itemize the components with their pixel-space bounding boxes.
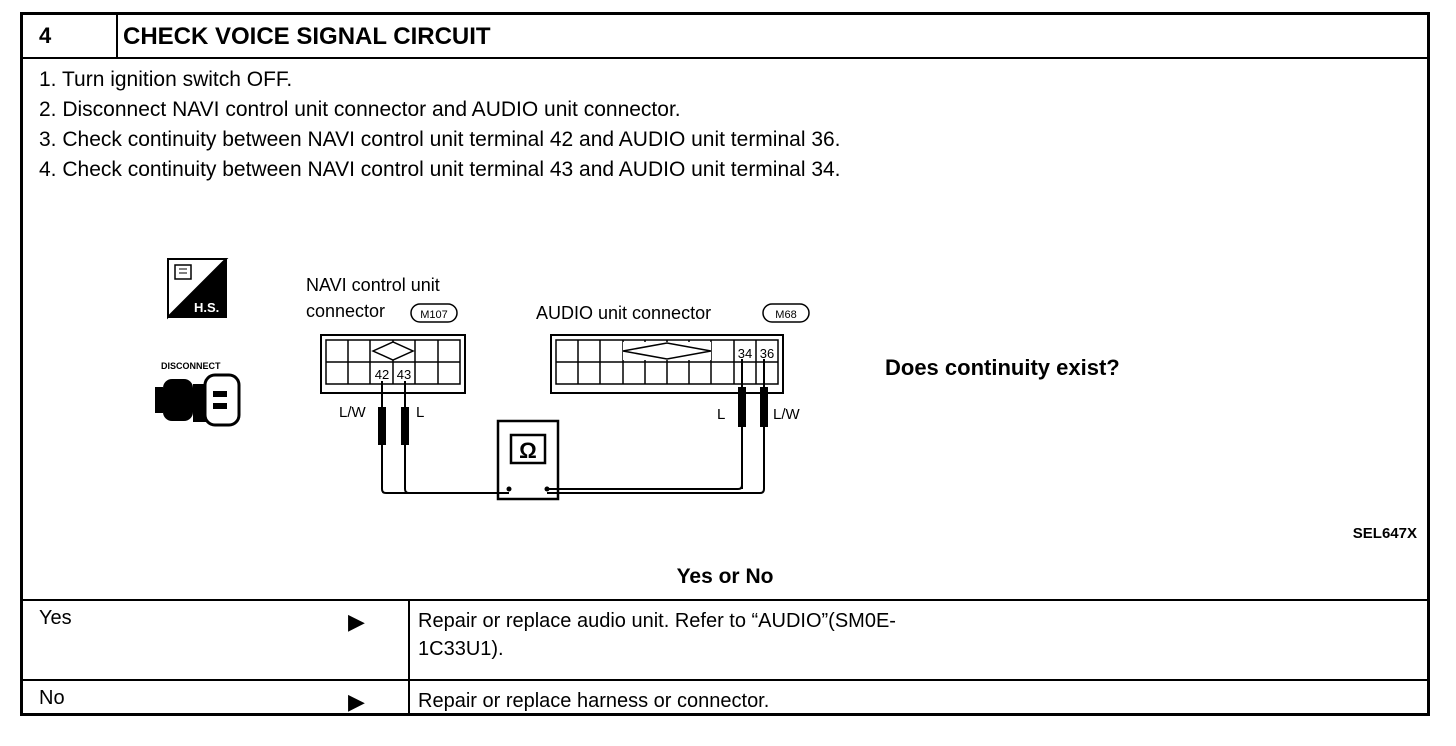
yes-or-no-heading: Yes or No	[676, 565, 774, 588]
harness-side-icon: H.S.	[167, 258, 229, 320]
step-title: CHECK VOICE SIGNAL CIRCUIT	[123, 23, 491, 50]
navi-connector-id: M107	[420, 309, 448, 321]
probe-36	[760, 387, 768, 427]
instruction-item: 4. Check continuity between NAVI control…	[39, 158, 841, 181]
audio-connector-id: M68	[775, 309, 796, 321]
result-action: Repair or replace harness or connector.	[408, 681, 1427, 715]
navi-terminal-42: 42	[375, 367, 389, 382]
result-table: Yes ▶ Repair or replace audio unit. Refe…	[23, 599, 1427, 715]
continuity-question: Does continuity exist?	[885, 355, 1120, 380]
navi-terminal-43: 43	[397, 367, 411, 382]
disconnect-icon: DISCONNECT	[155, 361, 241, 427]
inspection-procedure-table: 4 CHECK VOICE SIGNAL CIRCUIT 1. Turn ign…	[20, 12, 1430, 716]
result-label: Yes	[39, 607, 72, 629]
result-action: Repair or replace audio unit. Refer to “…	[408, 601, 1427, 679]
audio-terminal-34: 34	[738, 346, 752, 361]
ohm-symbol: Ω	[519, 438, 537, 463]
result-label: No	[39, 687, 65, 709]
audio-terminal-36: 36	[760, 346, 774, 361]
navi-label-line1: NAVI control unit	[306, 275, 440, 295]
probe-42	[378, 407, 386, 445]
step-number: 4	[23, 15, 118, 57]
result-row-no: No ▶ Repair or replace harness or connec…	[23, 681, 1427, 715]
instruction-item: 3. Check continuity between NAVI control…	[39, 128, 841, 151]
ohmmeter: Ω	[496, 419, 560, 501]
audio-wire-b: L/W	[773, 406, 801, 423]
result-action-line: Repair or replace audio unit. Refer to “…	[418, 610, 896, 632]
probe-43	[401, 407, 409, 445]
audio-connector: AUDIO unit connector M68 34 36 L L/W	[536, 303, 810, 489]
instruction-item: 1. Turn ignition switch OFF.	[39, 68, 293, 91]
audio-label: AUDIO unit connector	[536, 303, 711, 323]
arrow-right-icon: ▶	[348, 689, 365, 714]
result-action-line: Repair or replace harness or connector.	[418, 690, 770, 712]
audio-wire-a: L	[717, 406, 725, 423]
result-action-line: 1C33U1).	[418, 638, 504, 660]
disconnect-label: DISCONNECT	[161, 361, 221, 371]
hs-label: H.S.	[194, 300, 219, 315]
instruction-item: 2. Disconnect NAVI control unit connecto…	[39, 98, 681, 121]
navi-label-line2: connector	[306, 301, 385, 321]
instruction-list: 1. Turn ignition switch OFF. 2. Disconne…	[39, 65, 841, 185]
navi-wire-b: L	[416, 404, 424, 421]
continuity-check-diagram: H.S. DISCONNECT NAVI control unit connec…	[155, 258, 810, 501]
arrow-right-icon: ▶	[348, 609, 365, 634]
probe-34	[738, 387, 746, 427]
step-header: 4 CHECK VOICE SIGNAL CIRCUIT	[23, 15, 1427, 59]
navi-connector: NAVI control unit connector M107 42 43 L…	[306, 275, 466, 489]
result-row-yes: Yes ▶ Repair or replace audio unit. Refe…	[23, 601, 1427, 681]
figure-reference: SEL647X	[1352, 525, 1417, 542]
navi-wire-a: L/W	[339, 404, 367, 421]
